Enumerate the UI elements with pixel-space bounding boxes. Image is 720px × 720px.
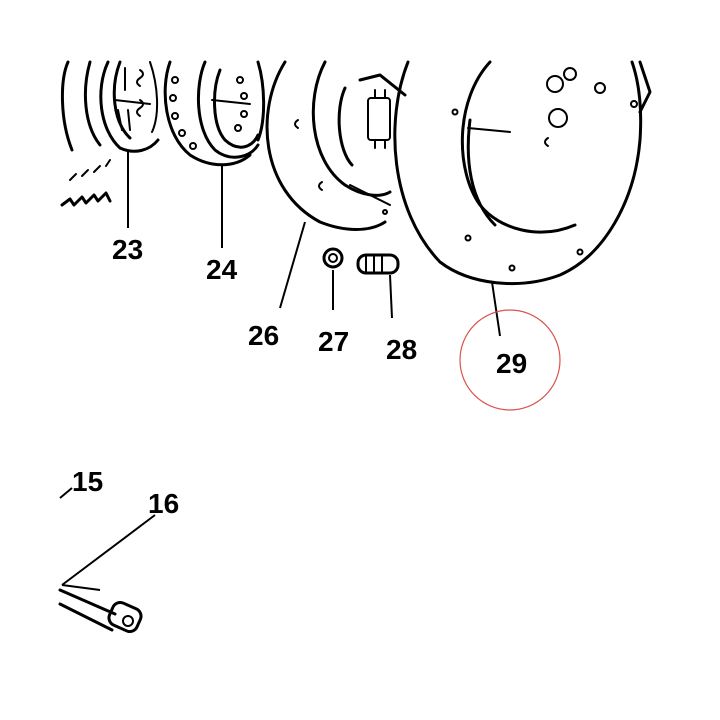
part-number-16: 16 [148, 488, 180, 519]
leader-29 [491, 281, 501, 337]
part-number-29: 29 [496, 348, 528, 379]
part-number-26: 26 [248, 320, 280, 351]
part-24-bearing [163, 60, 266, 167]
part-16-bolt [58, 588, 143, 634]
part-number-24: 24 [206, 254, 238, 285]
part-number-28: 28 [386, 334, 418, 365]
leader-15 [59, 487, 73, 499]
part-29-bell-housing [393, 60, 652, 285]
part-27-circlip [322, 247, 344, 269]
leader-26 [279, 221, 306, 309]
part-28-pin [356, 253, 400, 275]
leader-16a [61, 514, 156, 586]
part-number-27: 27 [318, 326, 350, 357]
part-23-seal [60, 60, 160, 207]
highlight-circle [459, 309, 561, 411]
leader-28 [389, 274, 393, 319]
part-26-housing [265, 60, 407, 231]
leader-16b [61, 584, 101, 591]
part-number-23: 23 [112, 234, 144, 265]
part-number-15: 15 [72, 466, 104, 497]
